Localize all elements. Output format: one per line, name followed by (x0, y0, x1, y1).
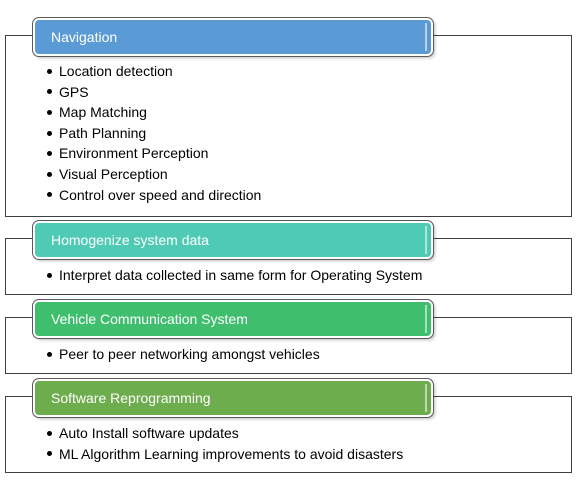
list-item: Visual Perception (47, 164, 261, 185)
list-item: Peer to peer networking amongst vehicles (47, 344, 320, 365)
bullet-icon (47, 351, 52, 357)
bullet-icon (47, 171, 52, 177)
list-item-text: Interpret data collected in same form fo… (59, 267, 423, 283)
homogenize-header: Homogenize system data (33, 221, 433, 259)
bullet-icon (47, 89, 52, 95)
homogenize-list: Interpret data collected in same form fo… (47, 265, 422, 286)
list-item: Location detection (47, 61, 261, 82)
bullet-icon (47, 451, 52, 457)
list-item-text: ML Algorithm Learning improvements to av… (59, 445, 404, 462)
bullet-icon (47, 68, 52, 74)
list-item-text: Path Planning (59, 124, 147, 141)
bullet-icon (47, 192, 52, 198)
list-item: ML Algorithm Learning improvements to av… (47, 444, 403, 465)
list-item: GPS (47, 82, 261, 103)
software-reprogramming-header: Software Reprogramming (33, 379, 433, 417)
list-item: Auto Install software updates (47, 423, 403, 444)
list-item-text: Visual Perception (59, 165, 168, 182)
list-item-text: Location detection (59, 63, 173, 79)
list-item: Control over speed and direction (47, 185, 261, 206)
navigation-list: Location detection GPS Map Matching Path… (47, 61, 261, 205)
navigation-header: Navigation (33, 18, 433, 56)
list-item-text: Peer to peer networking amongst vehicles (59, 346, 320, 362)
vehicle-communication-header: Vehicle Communication System (33, 300, 433, 338)
list-item-text: Auto Install software updates (59, 425, 239, 441)
software-reprogramming-list: Auto Install software updates ML Algorit… (47, 423, 403, 464)
bullet-icon (47, 151, 52, 157)
list-item-text: Map Matching (59, 104, 147, 121)
vehicle-communication-list: Peer to peer networking amongst vehicles (47, 344, 320, 365)
list-item: Interpret data collected in same form fo… (47, 265, 422, 286)
list-item: Path Planning (47, 123, 261, 144)
navigation-box (5, 35, 572, 217)
bullet-icon (47, 109, 52, 115)
list-item-text: GPS (59, 83, 89, 100)
bullet-icon (47, 272, 52, 278)
list-item-text: Environment Perception (59, 145, 209, 162)
bullet-icon (47, 430, 52, 436)
bullet-icon (47, 130, 52, 136)
list-item: Environment Perception (47, 143, 261, 164)
list-item: Map Matching (47, 102, 261, 123)
list-item-text: Control over speed and direction (59, 186, 262, 203)
